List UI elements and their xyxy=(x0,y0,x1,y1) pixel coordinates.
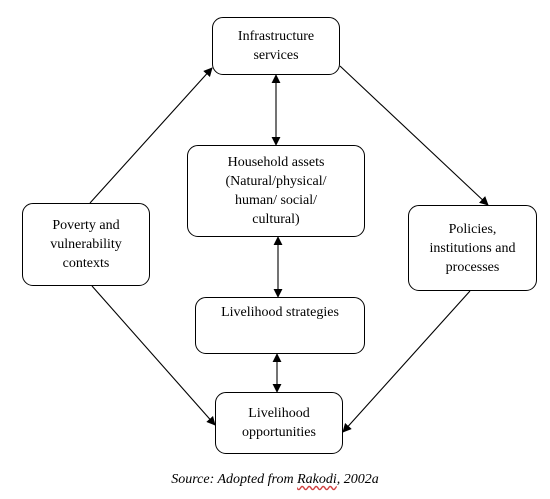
node-poverty-vulnerability: Poverty and vulnerability contexts xyxy=(22,203,150,286)
arrow-policies-to-opportunities xyxy=(342,290,471,433)
arrow-poverty-to-opportunities xyxy=(91,285,216,426)
node-infrastructure-services: Infrastructure services xyxy=(212,17,340,75)
source-caption: Source: Adopted from Rakodi, 2002a xyxy=(0,472,550,488)
node-livelihood-opportunities: Livelihood opportunities xyxy=(215,392,343,454)
arrow-infrastructure-to-policies xyxy=(339,65,489,206)
source-author: Rakodi xyxy=(297,472,337,487)
source-suffix: , 2002a xyxy=(336,472,379,487)
node-policies-institutions: Policies, institutions and processes xyxy=(408,205,537,291)
source-prefix: Source: Adopted from xyxy=(171,472,298,487)
arrow-poverty-to-infrastructure xyxy=(89,67,213,204)
node-livelihood-strategies: Livelihood strategies xyxy=(195,297,365,354)
node-household-assets: Household assets (Natural/physical/ huma… xyxy=(187,145,365,237)
